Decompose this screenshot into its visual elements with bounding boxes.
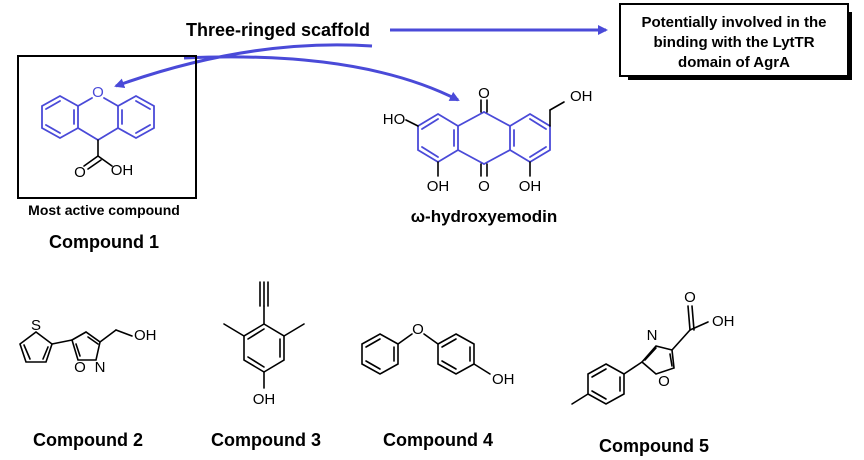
compound2-s: S [31, 317, 41, 334]
emodin-oh-bottom-left: OH [427, 178, 450, 195]
compound1-tag: Most active compound [28, 202, 180, 218]
compound2-name: Compound 2 [33, 430, 143, 450]
emodin-ho-left: HO [383, 111, 406, 128]
compound5-o-acid: O [684, 289, 696, 306]
compound5-o-ring: O [658, 373, 670, 390]
emodin-o-top: O [478, 85, 490, 102]
compound1-oh: OH [111, 162, 134, 179]
emodin-name: ω-hydroxyemodin [411, 207, 558, 226]
emodin-o-bottom: O [478, 178, 490, 195]
compound2-structure: S O N OH [19, 317, 157, 376]
compound1-frame [17, 55, 197, 199]
compound1-o-acid: O [74, 164, 86, 181]
compound4-o: O [412, 321, 424, 338]
compound3-structure: OH [223, 281, 305, 408]
scaffold-label: Three-ringed scaffold [186, 20, 370, 40]
compound5-name: Compound 5 [599, 436, 709, 456]
binding-note-line2: binding with the LytTR [653, 34, 814, 51]
arrow-to-emodin [183, 55, 460, 102]
compound1-structure: O O OH [17, 55, 197, 199]
compound5-oh: OH [712, 313, 735, 330]
compound5-n: N [647, 327, 658, 344]
compound4-name: Compound 4 [383, 430, 493, 450]
compound1-name: Compound 1 [49, 232, 159, 252]
emodin-oh-bottom-right: OH [519, 178, 542, 195]
compound2-n: N [95, 359, 106, 376]
binding-note-line1: Potentially involved in the [641, 14, 826, 31]
emodin-structure: O O HO OH OH OH [383, 85, 593, 195]
compound3-name: Compound 3 [211, 430, 321, 450]
compound5-structure: N O O OH [571, 289, 735, 405]
binding-note-line3: domain of AgrA [678, 54, 790, 71]
compound2-o: O [74, 359, 86, 376]
arrow-to-compound1 [114, 43, 373, 89]
compound4-oh: OH [492, 371, 515, 388]
emodin-oh-ch2: OH [570, 88, 593, 105]
compound4-structure: O OH [361, 321, 515, 388]
compound3-oh: OH [253, 391, 276, 408]
binding-note: Potentially involved in the binding with… [619, 3, 852, 80]
compound2-oh: OH [134, 327, 157, 344]
compound1-o-ring: O [92, 84, 104, 101]
